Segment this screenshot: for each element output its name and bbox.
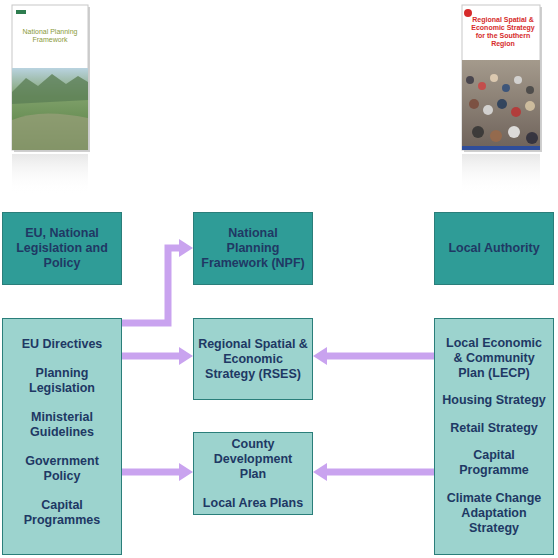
process-box: EU DirectivesPlanning LegislationMiniste…: [2, 318, 122, 555]
box-text: Ministerial Guidelines: [8, 410, 116, 440]
box-text: County Development Plan: [199, 437, 307, 482]
cover-reflection: [462, 154, 540, 194]
cover-page: [12, 5, 88, 150]
flow-arrow: [327, 353, 434, 360]
cover-photo: [462, 60, 540, 150]
cover-title: National Planning Framework: [16, 28, 84, 44]
cover-photo: [12, 68, 88, 150]
cover-logo: [464, 9, 472, 17]
cover-footer: [462, 146, 540, 150]
crowd-figures: [466, 74, 538, 144]
process-box: Local Authority: [434, 212, 554, 285]
box-text: Capital Programmes: [8, 498, 116, 528]
box-text: Climate Change Adaptation Strategy: [440, 491, 548, 536]
cover-reflection: [12, 154, 88, 194]
cover-field: [12, 113, 88, 150]
process-box: EU, National Legislation and Policy: [2, 212, 122, 285]
box-text: Planning Legislation: [8, 366, 116, 396]
cover-title: Regional Spatial & Economic Strategy for…: [468, 16, 538, 48]
box-text: EU Directives: [22, 337, 103, 352]
flow-arrow: [122, 248, 179, 323]
box-text: Local Area Plans: [203, 496, 303, 511]
cover-mountains: [12, 74, 88, 104]
cover-logo: [16, 10, 26, 14]
flow-arrow: [122, 353, 179, 360]
box-text: Capital Programme: [440, 448, 548, 478]
process-box: Local Economic & Community Plan (LECP) Ho…: [434, 318, 554, 555]
box-text: Local Economic & Community Plan (LECP): [440, 336, 548, 381]
box-text: EU, National Legislation and Policy: [9, 226, 115, 271]
flow-arrow: [122, 469, 179, 476]
process-box: County Development PlanLocal Area Plans: [193, 432, 313, 515]
process-box: National Planning Framework (NPF): [193, 212, 313, 285]
cover-page: [462, 5, 540, 150]
box-text: Local Authority: [448, 241, 539, 256]
box-text: Regional Spatial & Economic Strategy (RS…: [197, 337, 309, 382]
box-text: Retail Strategy: [450, 421, 538, 436]
box-text: Government Policy: [8, 454, 116, 484]
flow-arrow: [327, 469, 434, 476]
box-text: National Planning Framework (NPF): [201, 226, 305, 271]
box-text: Housing Strategy: [442, 393, 546, 408]
process-box: Regional Spatial & Economic Strategy (RS…: [193, 318, 313, 400]
